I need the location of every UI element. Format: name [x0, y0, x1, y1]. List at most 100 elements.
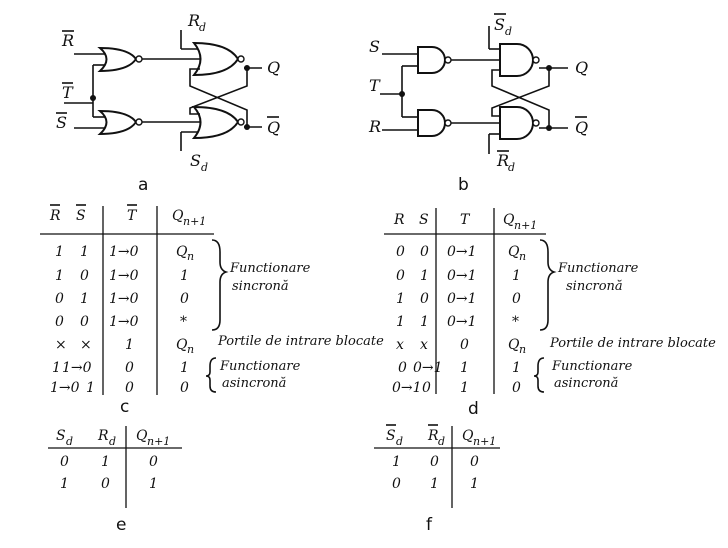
- cell: 0: [125, 360, 134, 376]
- cell: 0→1: [413, 360, 443, 376]
- nand-gate: [417, 46, 446, 74]
- cell-subscript: n: [519, 343, 526, 356]
- cell: 0: [420, 244, 429, 260]
- inverter-bubble: [532, 119, 540, 127]
- cell: 1: [430, 476, 439, 492]
- cell: 1: [396, 314, 405, 330]
- cell: 0: [422, 380, 431, 396]
- inverter-bubble: [444, 56, 452, 64]
- nand-gate: [499, 43, 534, 77]
- cell: 0→1: [447, 244, 477, 260]
- table-row: 1 0 1→0 1: [55, 268, 189, 284]
- sd-label: S: [190, 151, 201, 170]
- nor-gate: [191, 41, 240, 77]
- circuit-b: S T R S d R d Q Q: [368, 13, 588, 195]
- rd-label: R: [187, 11, 200, 30]
- cell-subscript: n: [187, 343, 194, 356]
- header-rd-sub: d: [438, 435, 445, 448]
- cell: 1: [420, 268, 429, 284]
- async-brace: [205, 357, 217, 393]
- cell-subscript: n: [519, 250, 526, 263]
- output-q-label: Q: [267, 58, 280, 77]
- table-row: 0 1 0→1 1: [396, 268, 521, 284]
- rd-subscript: d: [508, 161, 515, 174]
- input-s-label: S: [369, 37, 380, 56]
- cell: 1: [460, 380, 469, 396]
- input-t-label: T: [369, 76, 381, 95]
- note-blocked: Portile de intrare blocate: [549, 336, 716, 351]
- cell: Q: [176, 244, 188, 260]
- header-s: S: [419, 212, 429, 228]
- feedback-wire: [491, 68, 550, 117]
- note-async-line1: Functionare: [551, 359, 633, 374]
- cell: 1: [80, 244, 89, 260]
- cell: 0: [392, 476, 401, 492]
- header-q: Q: [172, 208, 184, 224]
- cell: 1: [460, 360, 469, 376]
- table-row: × × 1 Q n: [55, 337, 194, 356]
- cell: 1: [420, 314, 429, 330]
- cell: 0: [512, 380, 521, 396]
- cell: 0: [125, 380, 134, 396]
- async-brace: [533, 357, 545, 393]
- header-sd-sub: d: [396, 435, 403, 448]
- truth-table-c: R S T Q n+1 1 1 1→0 Q n 1 0 1→0 1 0 1 1→…: [40, 204, 384, 417]
- header-sd-sub: d: [66, 435, 73, 448]
- header-t: T: [127, 208, 138, 224]
- cell: 1: [55, 244, 64, 260]
- note-sync-line2: sincronă: [232, 279, 289, 294]
- cell: 1→0: [109, 291, 139, 307]
- cell: 0→1: [392, 380, 422, 396]
- header-t: T: [460, 212, 471, 228]
- circuit-a: R T S R d S d: [56, 11, 280, 195]
- header-q-sub: n+1: [147, 435, 170, 448]
- table-row: 1 0 1: [60, 476, 158, 492]
- note-sync-line2: sincronă: [566, 279, 623, 294]
- cell: 1: [52, 360, 61, 376]
- cell: 0→1: [447, 291, 477, 307]
- cell: 1→0: [62, 360, 92, 376]
- cell: 0: [60, 454, 69, 470]
- table-row: 0 0→1 1 1: [398, 360, 521, 376]
- header-q-sub: n+1: [183, 215, 206, 228]
- table-row: x x 0 Q n: [396, 337, 526, 356]
- cell: ×: [55, 337, 67, 353]
- cell: *: [512, 314, 519, 330]
- cell: 1→0: [109, 314, 139, 330]
- input-t-label: T: [62, 83, 74, 102]
- cell: 0: [80, 314, 89, 330]
- cell: 0: [420, 291, 429, 307]
- sd-subscript: d: [201, 161, 208, 174]
- cell: 1: [101, 454, 110, 470]
- rd-subscript: d: [199, 21, 206, 34]
- cell: 1: [470, 476, 479, 492]
- table-row: 0 1 1: [392, 476, 479, 492]
- cell: 1: [55, 268, 64, 284]
- rd-label: R: [496, 151, 509, 170]
- header-q: Q: [503, 212, 515, 228]
- cell: 0: [430, 454, 439, 470]
- nand-gate: [499, 106, 534, 140]
- feedback-wire: [189, 68, 248, 127]
- truth-table-d: R S T Q n+1 0 0 0→1 Q n 0 1 0→1 1 1 0 0→…: [384, 208, 716, 419]
- output-q-label: Q: [575, 58, 588, 77]
- inverter-bubble: [444, 119, 452, 127]
- junction-dot: [90, 95, 96, 101]
- cell: 0: [180, 380, 189, 396]
- caption-c: c: [120, 397, 129, 417]
- cell: 0: [149, 454, 158, 470]
- cell: 1: [512, 360, 521, 376]
- cell: 1: [80, 291, 89, 307]
- cell: 0→1: [447, 268, 477, 284]
- table-row: 1 1 0→1 *: [396, 314, 519, 330]
- cell: 0: [460, 337, 469, 353]
- header-rd: R: [427, 428, 439, 444]
- nor-gate: [97, 109, 138, 136]
- sync-brace: [211, 239, 229, 331]
- sync-brace: [539, 239, 557, 331]
- cell: 0: [80, 268, 89, 284]
- cell: 1: [180, 360, 189, 376]
- inverter-bubble: [532, 56, 540, 64]
- note-async-line1: Functionare: [219, 359, 301, 374]
